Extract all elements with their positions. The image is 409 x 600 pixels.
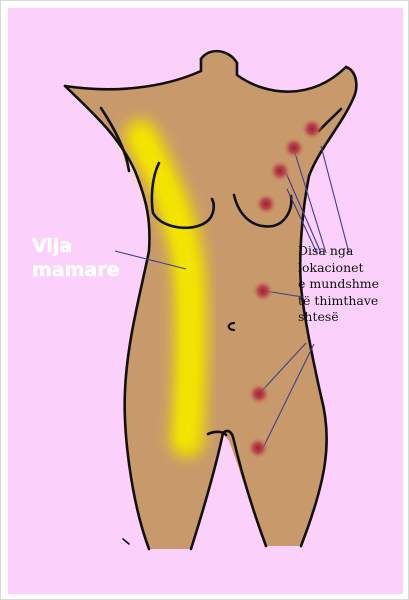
extra-nipples-label-line2: lokacionet [298, 260, 379, 277]
extra-nipple-mark [255, 193, 277, 215]
leader-line-1 [321, 146, 349, 253]
extra-nipple-mark [269, 160, 291, 182]
extra-nipples-label-line1: Disa nga [298, 243, 379, 260]
mammary-line-label-line1: Vija [32, 234, 120, 258]
extra-nipple-mark [247, 437, 269, 459]
extra-nipple-mark [252, 280, 274, 302]
mammary-line-label: Vija mamare [32, 234, 120, 282]
extra-nipples-label: Disa nga lokacionet e mundshme të thimth… [298, 243, 379, 326]
extra-nipple-mark [301, 118, 323, 140]
extra-nipples-label-line5: shtesë [298, 309, 379, 326]
extra-nipple-mark [283, 137, 305, 159]
extra-nipples-label-line4: të thimthave [298, 293, 379, 310]
extra-nipples-label-line3: e mundshme [298, 276, 379, 293]
extra-nipple-mark [248, 383, 270, 405]
mammary-line-label-line2: mamare [32, 258, 120, 282]
